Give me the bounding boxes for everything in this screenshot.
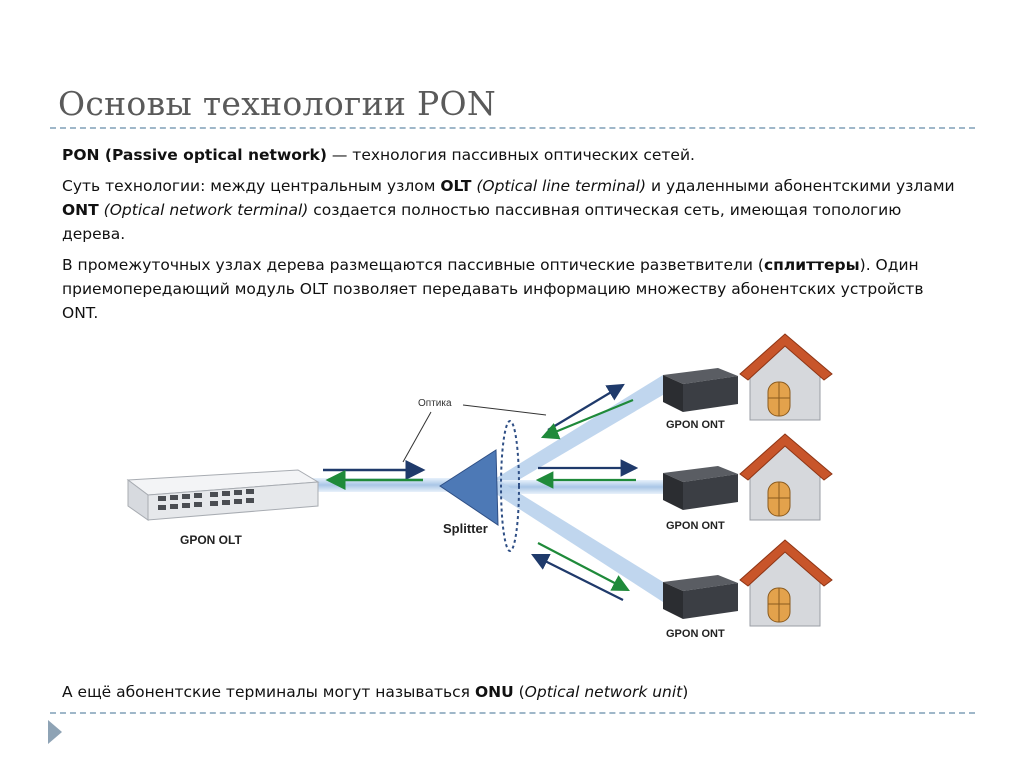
house-icon-1 <box>739 333 833 421</box>
olt-term: OLT <box>440 177 472 195</box>
pon-network-diagram: GPON OLT Splitter Оптика GPON ONT GPON O… <box>126 333 833 640</box>
ont-expansion: (Optical network terminal) <box>103 201 309 219</box>
house-icon-3 <box>739 539 833 627</box>
onu-text-3: ) <box>682 683 689 701</box>
optics-leader-2 <box>462 404 547 416</box>
gpon-olt-device <box>126 469 320 521</box>
essence-text-1: Суть технологии: между центральным узлом <box>62 177 441 195</box>
slide-title: Основы технологии PON <box>58 84 497 123</box>
gpon-ont-device-3 <box>663 575 738 619</box>
essence-text-3: создается полностью пассивная оптическая… <box>62 201 902 243</box>
optics-leader-1 <box>402 411 432 463</box>
olt-label: GPON OLT <box>180 533 242 547</box>
essence-text-2: и удаленными абонентскими узлами <box>646 177 955 195</box>
title-divider <box>50 127 975 129</box>
splitter-icon <box>439 449 499 526</box>
ont-label-1: GPON ONT <box>666 419 725 431</box>
splitters-text-1: В промежуточных узлах дерева размещаются… <box>62 256 764 274</box>
upstream-arrow-ont-3 <box>537 542 630 592</box>
splitter-label: Splitter <box>443 521 488 536</box>
paragraph-splitters: В промежуточных узлах дерева размещаются… <box>62 253 962 325</box>
olt-expansion: (Optical line terminal) <box>476 177 647 195</box>
paragraph-onu-note: А ещё абонентские терминалы могут называ… <box>62 680 962 704</box>
ont-label-3: GPON ONT <box>666 628 725 640</box>
downstream-arrow-ont-3 <box>531 554 624 601</box>
splitters-term: сплиттеры <box>763 256 860 274</box>
ont-label-2: GPON ONT <box>666 520 725 532</box>
pon-term: PON (Passive optical network) <box>62 146 327 164</box>
fiber-to-ont-1 <box>493 375 668 492</box>
onu-text-1: А ещё абонентские терминалы могут называ… <box>62 683 475 701</box>
house-icon-2 <box>739 433 833 521</box>
splitter-ring <box>500 420 520 552</box>
onu-term: ONU <box>474 683 514 701</box>
upstream-arrow-ont-1 <box>540 398 634 440</box>
ont-term: ONT <box>62 201 99 219</box>
fiber-olt-splitter <box>308 478 458 492</box>
fiber-to-ont-2 <box>493 480 663 494</box>
paragraph-pon-definition: PON (Passive optical network) — технолог… <box>62 143 962 167</box>
downstream-arrow-ont-1 <box>547 383 625 431</box>
optics-label: Оптика <box>418 398 452 409</box>
onu-text-2: ( <box>513 683 525 701</box>
splitters-text-2: ). Один приемопередающий модуль OLT позв… <box>62 256 924 322</box>
pon-definition-text: — технология пассивных оптических сетей. <box>326 146 695 164</box>
gpon-ont-device-1 <box>663 368 738 412</box>
footer-divider <box>50 712 975 714</box>
paragraph-technology-essence: Суть технологии: между центральным узлом… <box>62 174 962 246</box>
gpon-ont-device-2 <box>663 466 738 510</box>
onu-expansion: Optical network unit <box>524 683 683 701</box>
triangle-right-icon[interactable] <box>48 720 62 744</box>
fiber-to-ont-3 <box>493 480 668 602</box>
